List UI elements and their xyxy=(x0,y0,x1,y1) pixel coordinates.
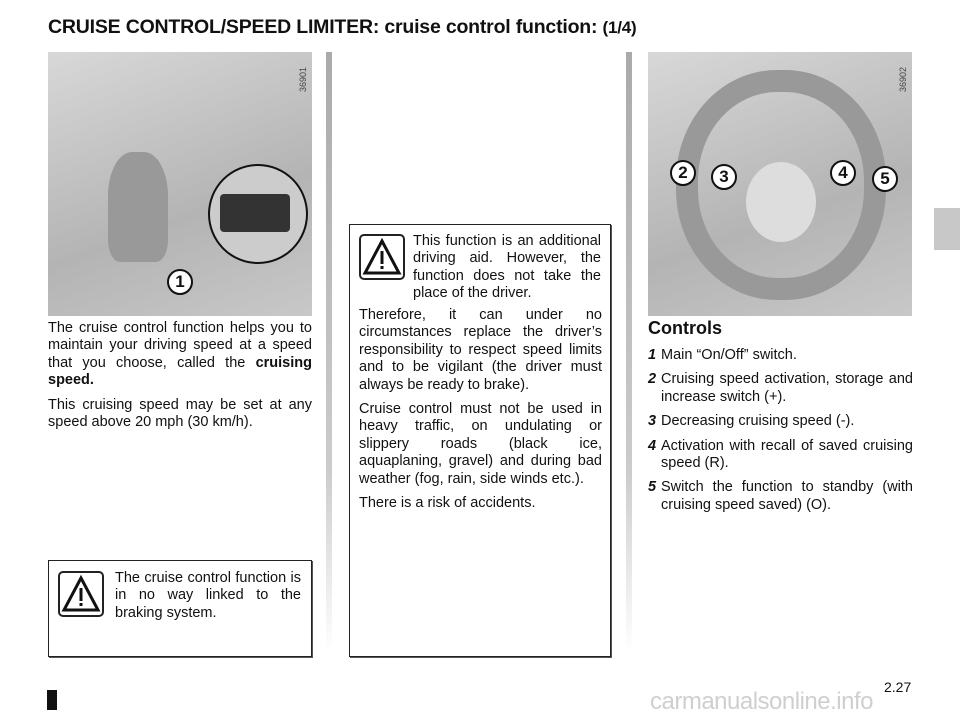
warning-p1: Therefore, it can under no circumstances… xyxy=(359,307,602,393)
item-number: 5 xyxy=(648,479,657,496)
item-text: Switch the function to standby (with cru… xyxy=(661,479,913,513)
warning-body: Therefore, it can under no circumstances… xyxy=(359,307,602,519)
warning-icon xyxy=(58,571,104,617)
intro-p2: This cruising speed may be set at any sp… xyxy=(48,396,312,431)
item-text: Decreasing cruising speed (-). xyxy=(661,413,855,430)
callout-1: 1 xyxy=(167,269,193,295)
item-number: 4 xyxy=(648,437,657,454)
image-code: 36902 xyxy=(898,66,908,92)
gear-knob xyxy=(108,152,168,262)
warning-icon xyxy=(359,234,405,280)
console-illustration: 36901 1 xyxy=(48,52,312,316)
section-tab xyxy=(934,208,960,250)
page-number: 2.27 xyxy=(884,679,912,695)
callout-2: 2 xyxy=(670,160,696,186)
image-code: 36901 xyxy=(298,66,308,92)
item-number: 3 xyxy=(648,413,657,430)
wheel-hub xyxy=(746,162,816,242)
crop-mark xyxy=(47,690,57,710)
intro-p1-bold: cruising speed. xyxy=(48,354,312,389)
warning-p2: Cruise control must not be used in heavy… xyxy=(359,401,602,487)
item-text: Cruising speed activation, storage and i… xyxy=(661,371,913,405)
callout-4: 4 xyxy=(830,160,856,186)
item-number: 2 xyxy=(648,371,657,388)
warning-text: The cruise control function is in no way… xyxy=(115,570,301,621)
controls-heading: Controls xyxy=(648,318,722,338)
title-page: (1/4) xyxy=(602,18,637,37)
column-divider xyxy=(626,52,632,652)
title-text: CRUISE CONTROL/SPEED LIMITER: cruise con… xyxy=(48,16,592,38)
warning-p3: There is a risk of accidents. xyxy=(359,495,536,512)
warning-lead: This function is an additional driving a… xyxy=(413,233,601,302)
warning-box-braking: The cruise control function is in no way… xyxy=(48,560,312,657)
column-divider xyxy=(326,52,332,652)
item-text: Main “On/Off” switch. xyxy=(661,347,797,363)
intro-p1: The cruise control function helps you to… xyxy=(48,320,312,371)
watermark: carmanualsonline.info xyxy=(650,688,873,715)
steering-wheel-illustration: 36902 2 3 4 5 xyxy=(648,52,912,316)
callout-3: 3 xyxy=(711,164,737,190)
item-number: 1 xyxy=(648,347,657,363)
cruise-switch-icon xyxy=(220,194,290,232)
warning-box-driving-aid: This function is an additional driving a… xyxy=(349,224,611,657)
callout-5: 5 xyxy=(872,166,898,192)
intro-text: The cruise control function helps you to… xyxy=(48,320,312,438)
item-text: Activation with recall of saved cruising… xyxy=(661,437,913,472)
page-title: CRUISE CONTROL/SPEED LIMITER: cruise con… xyxy=(48,16,637,38)
